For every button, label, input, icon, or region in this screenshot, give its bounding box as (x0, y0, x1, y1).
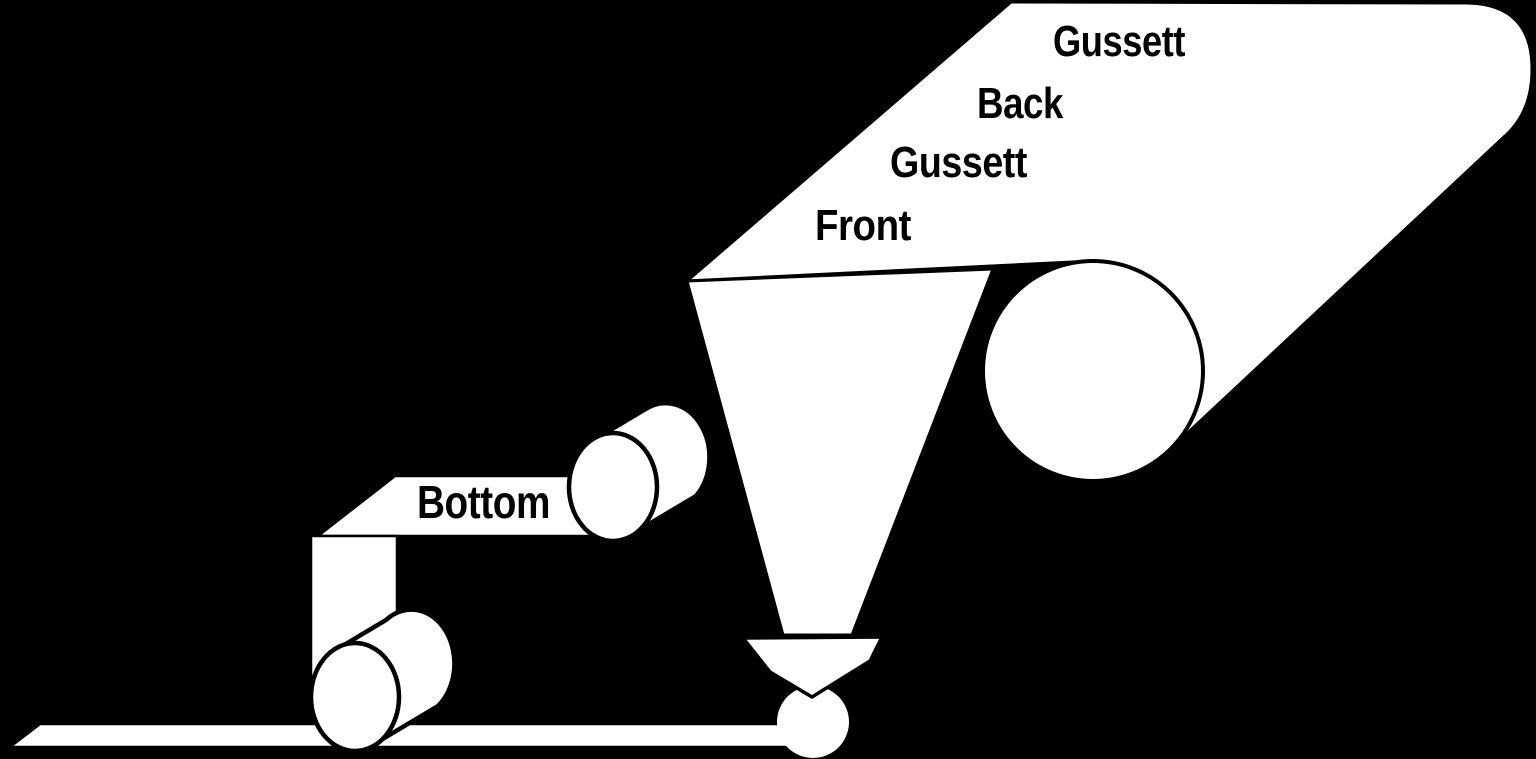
forming-funnel (685, 267, 995, 637)
forming-collar (741, 635, 884, 699)
right-guide-roller (566, 400, 712, 544)
label-bottom: Bottom (417, 476, 550, 528)
pull-roller (777, 686, 849, 758)
right-guide-roller-face (566, 430, 660, 544)
left-guide-roller (308, 607, 457, 754)
guide-roll (981, 259, 1205, 483)
left-guide-roller-face (308, 640, 402, 754)
label-gussett-top: Gussett (1053, 17, 1186, 66)
label-front: Front (815, 201, 912, 250)
label-gussett-lower: Gussett (890, 138, 1028, 187)
label-back: Back (977, 79, 1064, 128)
bottom-web-floor-strip (8, 722, 808, 749)
